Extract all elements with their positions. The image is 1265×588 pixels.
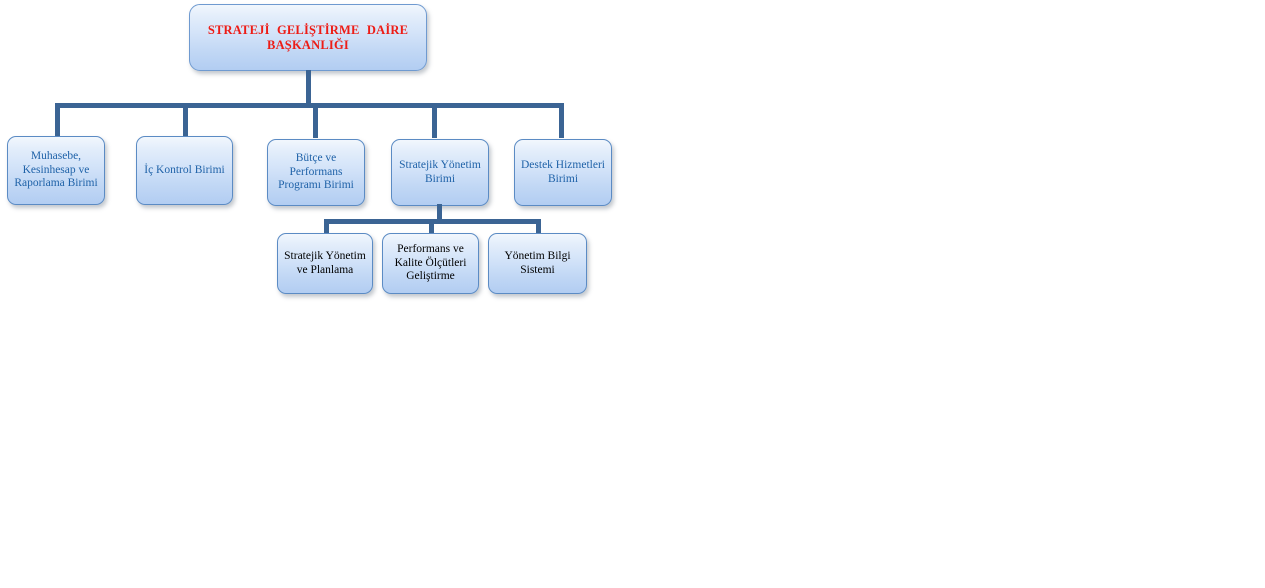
org-node-sub-3[interactable]: Yönetim Bilgi Sistemi bbox=[488, 233, 587, 294]
org-node-root[interactable]: STRATEJİ GELİŞTİRME DAİRE BAŞKANLIĞI bbox=[189, 4, 427, 71]
org-node-unit-1[interactable]: Muhasebe, Kesinhesap ve Raporlama Birimi bbox=[7, 136, 105, 205]
org-node-unit-3[interactable]: Bütçe ve Performans Programı Birimi bbox=[267, 139, 365, 206]
connector-drop-unit-4 bbox=[432, 103, 437, 138]
org-node-sub-3-label: Yönetim Bilgi Sistemi bbox=[504, 249, 571, 276]
org-node-sub-2[interactable]: Performans ve Kalite Ölçütleri Geliştirm… bbox=[382, 233, 479, 294]
org-node-sub-2-label: Performans ve Kalite Ölçütleri Geliştirm… bbox=[394, 243, 467, 283]
org-node-unit-4-label: Stratejik Yönetim Birimi bbox=[399, 158, 481, 185]
connector-drop-unit-2 bbox=[183, 103, 188, 138]
org-node-unit-4[interactable]: Stratejik Yönetim Birimi bbox=[391, 139, 489, 206]
connector-drop-unit-5 bbox=[559, 103, 564, 138]
org-node-unit-5-label: Destek Hizmetleri Birimi bbox=[521, 158, 605, 185]
connector-drop-sub-1 bbox=[324, 219, 329, 238]
connector-drop-sub-2 bbox=[429, 219, 434, 238]
org-node-unit-1-label: Muhasebe, Kesinhesap ve Raporlama Birimi bbox=[14, 150, 98, 190]
connector-drop-unit-3 bbox=[313, 103, 318, 138]
org-node-sub-1-label: Stratejik Yönetim ve Planlama bbox=[284, 249, 366, 276]
connector-root-stem bbox=[306, 70, 311, 108]
org-node-unit-5[interactable]: Destek Hizmetleri Birimi bbox=[514, 139, 612, 206]
org-node-unit-2-label: İç Kontrol Birimi bbox=[144, 163, 225, 176]
connector-drop-unit-1 bbox=[55, 103, 60, 138]
connector-unit4-stem bbox=[437, 204, 442, 224]
connector-drop-sub-3 bbox=[536, 219, 541, 238]
connector-level1-bus bbox=[55, 103, 564, 108]
org-node-sub-1[interactable]: Stratejik Yönetim ve Planlama bbox=[277, 233, 373, 294]
org-node-root-label: STRATEJİ GELİŞTİRME DAİRE BAŞKANLIĞI bbox=[207, 22, 409, 52]
org-node-unit-2[interactable]: İç Kontrol Birimi bbox=[136, 136, 233, 205]
org-node-unit-3-label: Bütçe ve Performans Programı Birimi bbox=[278, 152, 354, 192]
